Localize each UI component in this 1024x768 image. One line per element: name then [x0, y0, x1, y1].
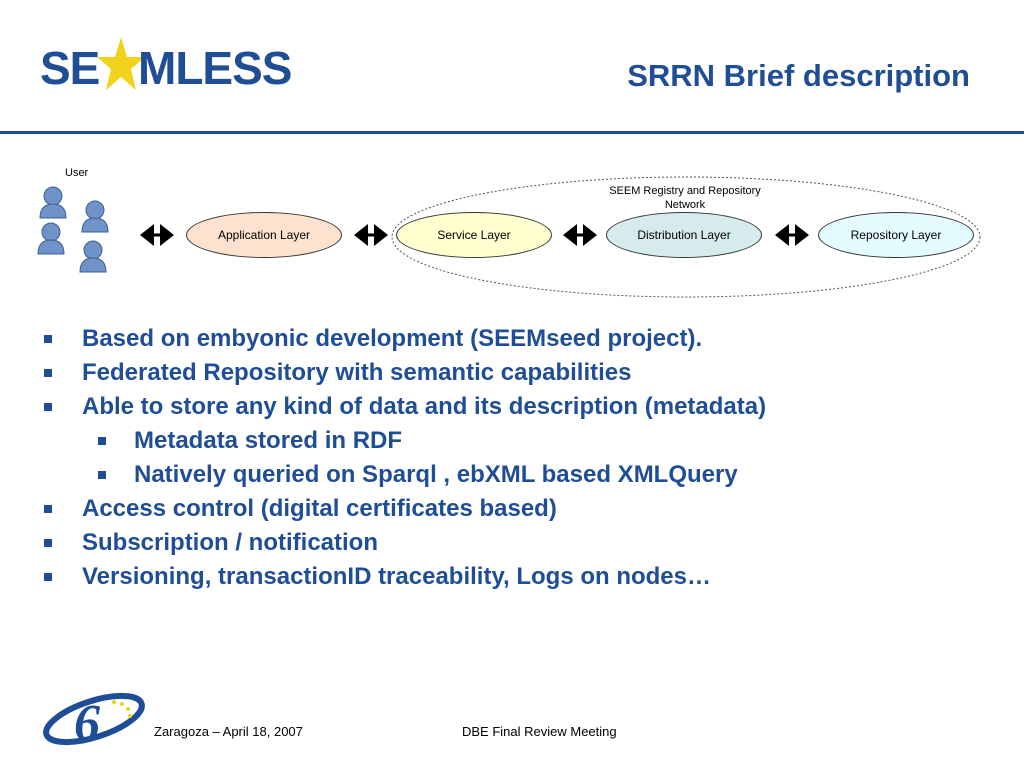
repository-layer: Repository Layer [818, 212, 974, 258]
star-icon [97, 37, 145, 90]
service-layer-label: Service Layer [437, 228, 511, 242]
bullet-marker [44, 335, 52, 343]
svg-text:6: 6 [74, 695, 100, 748]
bullet-item: Access control (digital certificates bas… [44, 492, 1004, 526]
logo-text-right: MLESS [138, 42, 292, 94]
bullet-item: Based on embyonic development (SEEMseed … [44, 322, 1004, 356]
sub-bullet-item: Natively queried on Sparql , ebXML based… [44, 458, 1004, 492]
bullet-item: Federated Repository with semantic capab… [44, 356, 1004, 390]
repository-layer-label: Repository Layer [850, 228, 942, 242]
network-boundary [391, 176, 981, 298]
header-divider [0, 131, 1024, 134]
architecture-diagram [37, 176, 981, 298]
page-title: SRRN Brief description [627, 58, 970, 93]
bullet-marker [44, 369, 52, 377]
application-layer: Application Layer [186, 212, 342, 258]
distribution-layer: Distribution Layer [606, 212, 762, 258]
seamless-logo: SE MLESS [40, 35, 292, 97]
bullet-item: Able to store any kind of data and its d… [44, 390, 1004, 424]
bullet-item: Subscription / notification [44, 526, 1004, 560]
footer-meeting: DBE Final Review Meeting [462, 724, 617, 739]
network-label-line2: Network [664, 199, 706, 211]
application-layer-label: Application Layer [217, 228, 311, 242]
network-label: SEEM Registry and Repository Network [585, 184, 785, 212]
user-label: User [65, 167, 89, 179]
footer-date: Zaragoza – April 18, 2007 [154, 724, 303, 739]
bullet-marker [44, 539, 52, 547]
network-label-line1: SEEM Registry and Repository [609, 185, 761, 197]
bullet-item: Versioning, transactionID traceability, … [44, 560, 1004, 594]
bullet-list: Based on embyonic development (SEEMseed … [44, 322, 1004, 594]
double-arrow-icons [140, 224, 809, 246]
distribution-layer-label: Distribution Layer [637, 228, 731, 242]
sub-bullet-item: Metadata stored in RDF [44, 424, 1004, 458]
bullet-marker [44, 573, 52, 581]
logo-text-left: SE [40, 42, 100, 94]
bullet-marker [44, 403, 52, 411]
bullet-marker [44, 505, 52, 513]
users-icon [37, 186, 109, 273]
service-layer: Service Layer [396, 212, 552, 258]
fp6-logo-icon: 6 [43, 692, 145, 748]
bullet-marker [98, 471, 106, 479]
bullet-marker [98, 437, 106, 445]
